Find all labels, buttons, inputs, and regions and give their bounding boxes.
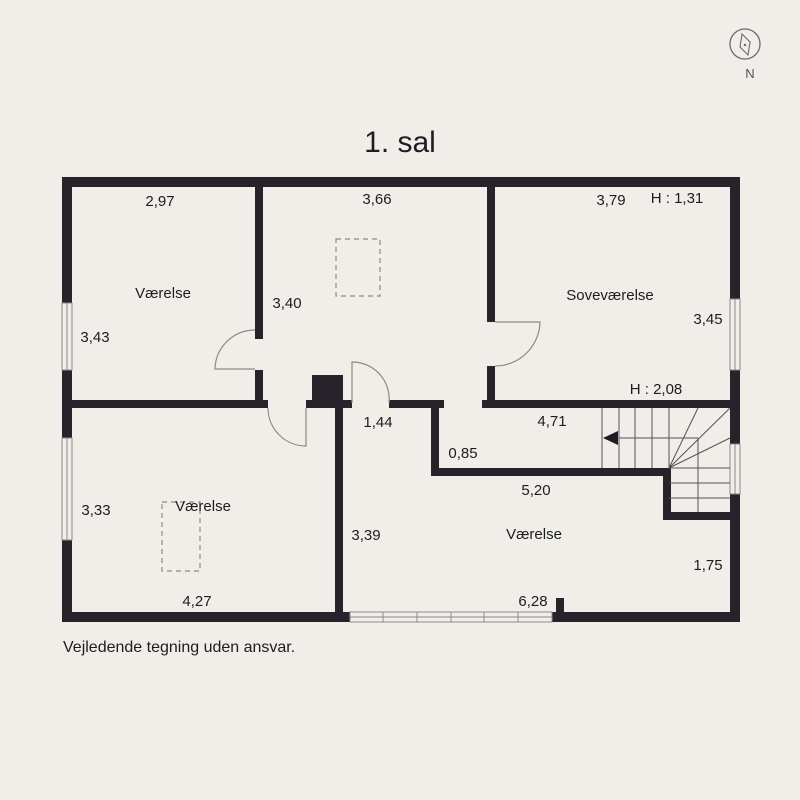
interior-walls	[62, 177, 738, 622]
dim-room1-width: 2,97	[145, 193, 174, 210]
window-right-stair	[729, 443, 741, 495]
dim-room7-width: 5,20	[521, 482, 550, 499]
outer-walls	[62, 177, 740, 622]
compass-north-label: N	[745, 66, 754, 81]
dim-room7-depth2: 1,75	[693, 557, 722, 574]
disclaimer: Vejledende tegning uden ansvar.	[63, 639, 295, 656]
compass-icon	[729, 28, 761, 60]
dim-room7-depth: 3,39	[351, 527, 380, 544]
door-bedroom-3[interactable]	[351, 361, 390, 404]
dim-landing-depth: 0,85	[448, 445, 477, 462]
skylight-bedroom	[161, 501, 201, 572]
door-bedroom-2[interactable]	[267, 407, 307, 447]
room-name-7: Værelse	[506, 526, 562, 543]
staircase	[601, 407, 731, 512]
dim-room7-width2: 6,28	[518, 593, 547, 610]
height-note-1: H : 1,31	[651, 190, 704, 207]
room-name-soveværelse: Soveværelse	[566, 287, 654, 304]
dim-room4-width: 4,27	[182, 593, 211, 610]
height-note-2: H : 2,08	[630, 381, 683, 398]
dim-bedroom-width: 3,79	[596, 192, 625, 209]
skylight-hall	[335, 238, 381, 297]
dim-hall-width: 3,66	[362, 191, 391, 208]
door-bedroom-1[interactable]	[214, 329, 256, 370]
room-name-1: Værelse	[135, 285, 191, 302]
window-bottom	[349, 611, 553, 623]
door-soveværelse[interactable]	[494, 321, 541, 367]
dim-room4-depth: 3,33	[81, 502, 110, 519]
dim-room1-depth: 3,43	[80, 329, 109, 346]
stair-direction-arrow	[603, 431, 618, 445]
window-right-top	[729, 298, 741, 371]
dim-hall-depth: 3,40	[272, 295, 301, 312]
window-left-bottom	[61, 437, 73, 541]
window-left-top	[61, 302, 73, 371]
room-name-4: Værelse	[175, 498, 231, 515]
dim-bedroom-depth: 3,45	[693, 311, 722, 328]
floor-title: 1. sal	[364, 126, 436, 159]
dim-landing-width: 4,71	[537, 413, 566, 430]
dim-passage-width: 1,44	[363, 414, 392, 431]
